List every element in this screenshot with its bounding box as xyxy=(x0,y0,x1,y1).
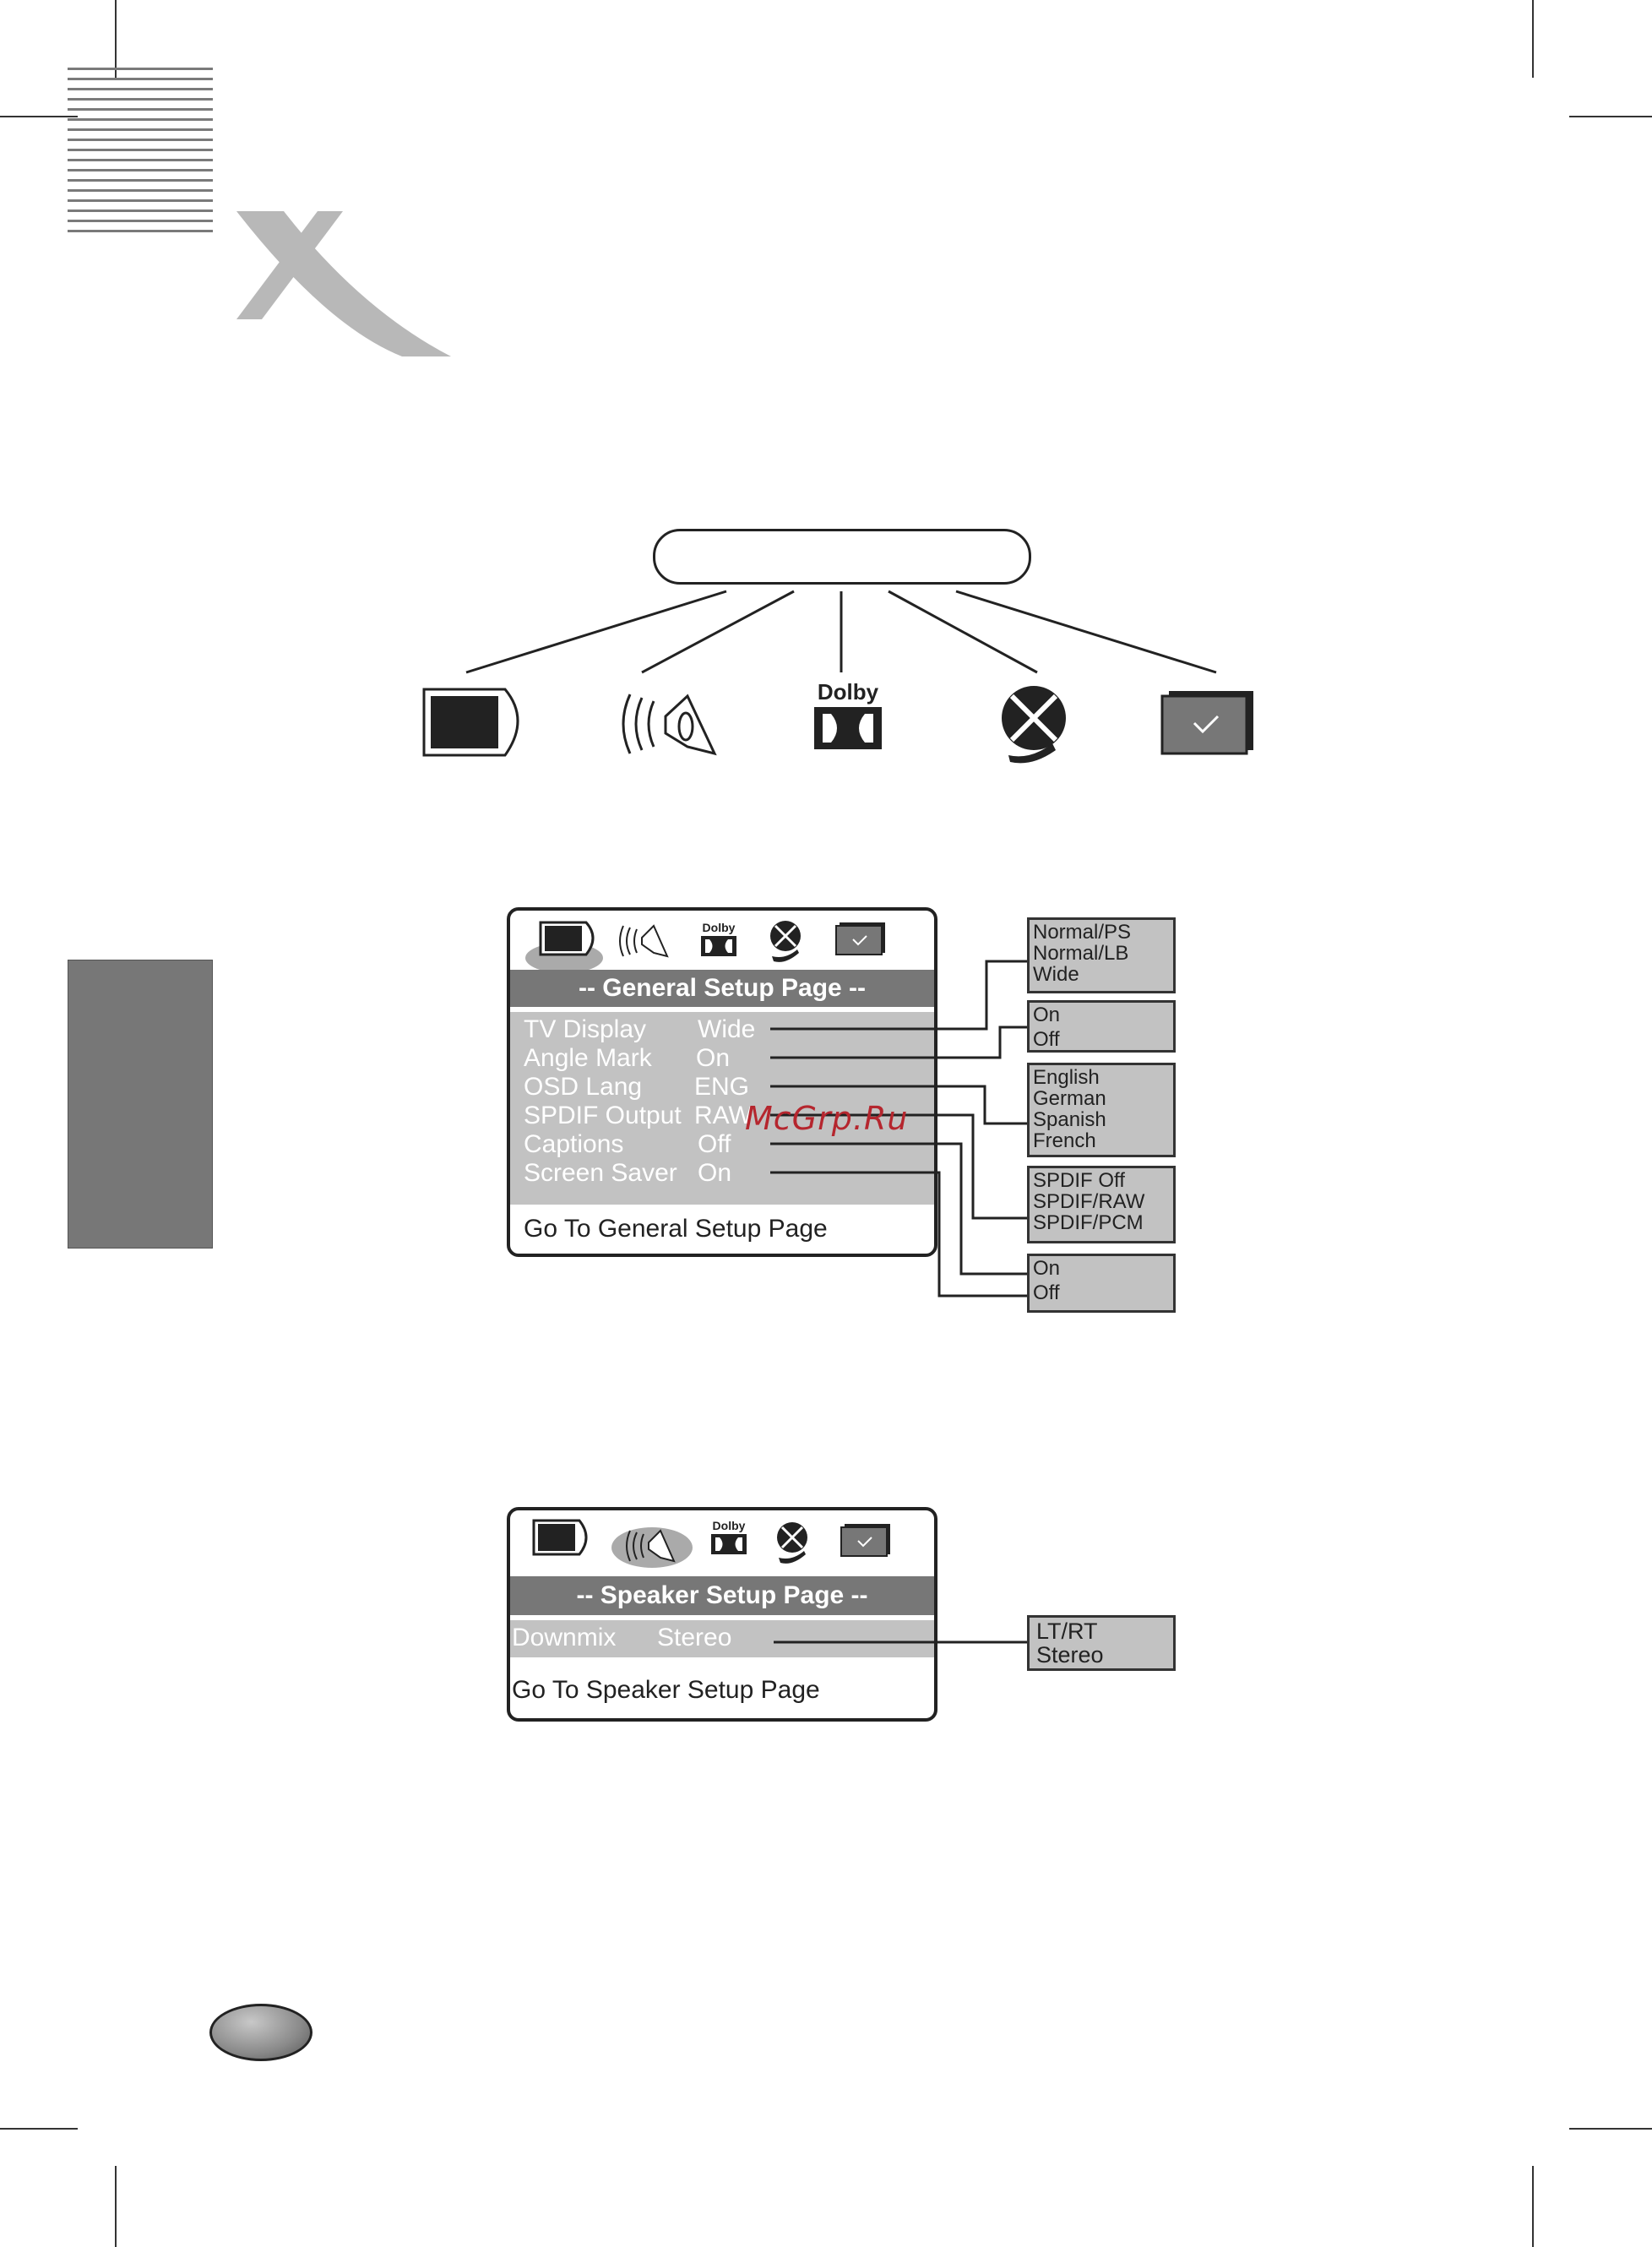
osd-footer: Go To Speaker Setup Page xyxy=(512,1676,820,1704)
tv-icon[interactable] xyxy=(532,1519,595,1558)
speaker-setup-connector xyxy=(774,1640,1027,1644)
option-item[interactable]: Normal/PS xyxy=(1033,921,1132,944)
general-setup-connectors xyxy=(770,960,1027,1298)
dolby-icon[interactable]: Dolby xyxy=(699,921,738,960)
crop-mark xyxy=(115,0,117,78)
option-item[interactable]: On xyxy=(1033,1257,1061,1280)
option-item[interactable]: SPDIF/PCM xyxy=(1033,1211,1144,1234)
tv-icon xyxy=(422,688,519,757)
option-item[interactable]: SPDIF Off xyxy=(1033,1169,1125,1192)
osd-footer: Go To General Setup Page xyxy=(524,1215,828,1243)
setting-label-tv-display[interactable]: TV Display xyxy=(524,1015,647,1043)
setting-label-downmix[interactable]: Downmix xyxy=(512,1624,617,1651)
crop-mark xyxy=(0,2128,78,2130)
option-item[interactable]: Stereo xyxy=(1036,1642,1104,1668)
disc-icon[interactable] xyxy=(767,919,806,965)
option-box-screen-saver: On Off xyxy=(1027,1254,1176,1313)
option-box-tv-display: Normal/PS Normal/LB Wide xyxy=(1027,917,1176,993)
osd-icon-row: Dolby xyxy=(510,911,934,975)
speaker-icon[interactable] xyxy=(617,919,671,963)
option-item[interactable]: Wide xyxy=(1033,963,1079,986)
crop-mark xyxy=(115,2166,117,2247)
crop-mark xyxy=(1532,0,1534,78)
watermark: McGrp.Ru xyxy=(745,1100,909,1137)
dolby-label: Dolby xyxy=(817,679,879,705)
setting-value-angle-mark[interactable]: On xyxy=(696,1044,731,1072)
page-title: -- General Setup Page -- xyxy=(510,970,934,1007)
option-item[interactable]: French xyxy=(1033,1129,1096,1152)
general-setup-osd: Dolby -- General Setup Page -- TV Displa… xyxy=(507,907,937,1257)
setting-label-osd-lang[interactable]: OSD Lang xyxy=(524,1073,643,1101)
crop-mark xyxy=(1569,116,1652,117)
dolby-icon: Dolby xyxy=(812,679,883,757)
option-item[interactable]: English xyxy=(1033,1066,1100,1089)
option-item[interactable]: LT/RT xyxy=(1036,1619,1098,1644)
menu-tree-lines xyxy=(465,590,1217,674)
crop-mark xyxy=(1532,2166,1534,2247)
page-number-badge xyxy=(209,2004,312,2061)
side-tab xyxy=(68,960,213,1249)
setting-label-screen-saver[interactable]: Screen Saver xyxy=(524,1159,677,1187)
brand-logo xyxy=(236,211,451,356)
dolby-icon[interactable]: Dolby xyxy=(709,1519,748,1559)
setting-value-tv-display[interactable]: Wide xyxy=(698,1015,756,1043)
tv-icon[interactable] xyxy=(522,916,605,975)
setting-value-screen-saver[interactable]: On xyxy=(698,1159,732,1187)
option-box-osd-lang: English German Spanish French xyxy=(1027,1063,1176,1157)
dolby-symbol xyxy=(711,1534,747,1554)
checkmark-icon xyxy=(1160,691,1253,755)
page-title: -- Speaker Setup Page -- xyxy=(510,1576,934,1615)
crop-mark xyxy=(1569,2128,1652,2130)
checkmark-icon[interactable] xyxy=(840,1522,892,1558)
setting-label-angle-mark[interactable]: Angle Mark xyxy=(524,1044,652,1072)
option-box-angle-mark: On Off xyxy=(1027,1000,1176,1053)
dolby-label: Dolby xyxy=(712,1519,746,1532)
option-item[interactable]: Off xyxy=(1033,1281,1060,1304)
option-item[interactable]: Spanish xyxy=(1033,1108,1106,1131)
setting-label-captions[interactable]: Captions xyxy=(524,1130,624,1158)
option-box-spdif-output: SPDIF Off SPDIF/RAW SPDIF/PCM xyxy=(1027,1166,1176,1243)
option-item[interactable]: Normal/LB xyxy=(1033,942,1129,965)
option-item[interactable]: German xyxy=(1033,1087,1106,1110)
setting-value-captions[interactable]: Off xyxy=(698,1130,731,1158)
setting-value-osd-lang[interactable]: ENG xyxy=(694,1073,750,1101)
crop-mark xyxy=(0,116,78,117)
osd-icon-row: Dolby xyxy=(510,1510,934,1575)
speaker-setup-osd: Dolby -- Speaker Setup Page -- Downmix S… xyxy=(507,1507,937,1722)
option-box-downmix: LT/RT Stereo xyxy=(1027,1615,1176,1671)
header-stripes xyxy=(68,68,213,240)
settings-band xyxy=(510,1620,934,1657)
option-item[interactable]: Off xyxy=(1033,1028,1060,1051)
setting-value-downmix[interactable]: Stereo xyxy=(657,1624,732,1651)
setting-label-spdif-output[interactable]: SPDIF Output xyxy=(524,1102,682,1129)
speaker-icon[interactable] xyxy=(608,1517,696,1571)
speaker-icon xyxy=(622,694,717,756)
option-item[interactable]: SPDIF/RAW xyxy=(1033,1190,1145,1213)
dolby-symbol xyxy=(814,707,882,749)
disc-icon xyxy=(1002,686,1066,764)
dolby-symbol xyxy=(701,936,736,956)
option-item[interactable]: On xyxy=(1033,1004,1061,1026)
dolby-label: Dolby xyxy=(702,921,736,934)
disc-icon[interactable] xyxy=(774,1521,812,1566)
setting-value-spdif-output[interactable]: RAW xyxy=(694,1102,753,1129)
checkmark-icon[interactable] xyxy=(834,921,887,956)
setup-menu-root xyxy=(653,529,1031,585)
